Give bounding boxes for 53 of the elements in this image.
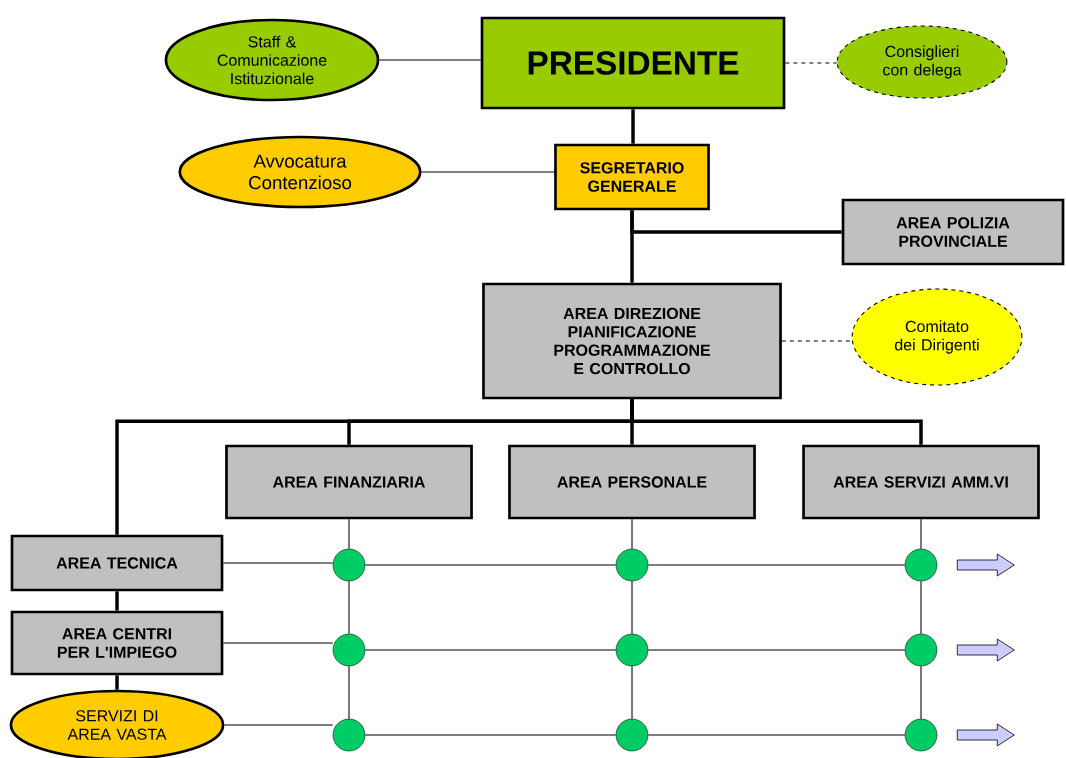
connector-line <box>222 642 334 644</box>
connector-line <box>115 675 119 690</box>
block-arrow <box>956 723 1015 747</box>
ellipse-node: Avvocatura Contenzioso <box>178 135 422 209</box>
connector-line <box>920 580 922 635</box>
connector-line <box>647 734 906 736</box>
org-box: AREA SERVIZI AMM.VI <box>802 444 1040 520</box>
connector-line <box>364 564 617 566</box>
junction-dot <box>904 633 938 667</box>
org-box: SEGRETARIO GENERALE <box>554 143 710 211</box>
junction-dot <box>615 633 649 667</box>
connector-line <box>223 724 334 726</box>
connector-line <box>920 518 922 550</box>
connector-line <box>421 171 555 173</box>
junction-dot <box>332 548 366 582</box>
junction-dot <box>332 718 366 752</box>
connector-line <box>631 665 633 720</box>
org-box: AREA POLIZIA PROVINCIALE <box>841 198 1065 266</box>
junction-dot <box>904 718 938 752</box>
connector-line <box>364 649 617 651</box>
block-arrow <box>956 553 1015 577</box>
connector-line <box>222 562 334 564</box>
org-box: AREA PERSONALE <box>508 444 756 520</box>
connector-line <box>630 210 842 234</box>
org-box: AREA TECNICA <box>10 534 224 592</box>
connector-line <box>631 109 635 144</box>
ellipse-node: Consiglieri con delega <box>836 25 1008 99</box>
connector-line <box>631 580 633 635</box>
ellipse-node: SERVIZI DI AREA VASTA <box>9 689 225 758</box>
org-box: AREA DIREZIONE PIANIFICAZIONE PROGRAMMAZIONE E CONTROLLO <box>482 282 782 400</box>
connector-line <box>647 564 906 566</box>
connector-line <box>115 399 634 535</box>
junction-dot <box>615 548 649 582</box>
connector-line <box>920 665 922 720</box>
connector-line <box>364 734 617 736</box>
ellipse-node: Comitato dei Dirigenti <box>851 288 1023 386</box>
connector-line <box>348 518 350 550</box>
block-arrow <box>956 638 1015 662</box>
junction-dot <box>615 718 649 752</box>
connector-line <box>115 591 119 611</box>
junction-dot <box>332 633 366 667</box>
connector-line <box>631 518 633 550</box>
connector-line <box>348 665 350 720</box>
connector-line <box>647 649 906 651</box>
connector-line <box>348 580 350 635</box>
connector-line <box>378 59 482 61</box>
junction-dot <box>904 548 938 582</box>
org-box: AREA FINANZIARIA <box>225 444 473 520</box>
connector-line <box>784 62 838 64</box>
org-box: PRESIDENTE <box>480 16 786 110</box>
org-box: AREA CENTRI PER L'IMPIEGO <box>10 610 224 676</box>
ellipse-node: Staff & Comunicazione Istituzionale <box>164 18 380 102</box>
connector-line <box>781 340 853 342</box>
